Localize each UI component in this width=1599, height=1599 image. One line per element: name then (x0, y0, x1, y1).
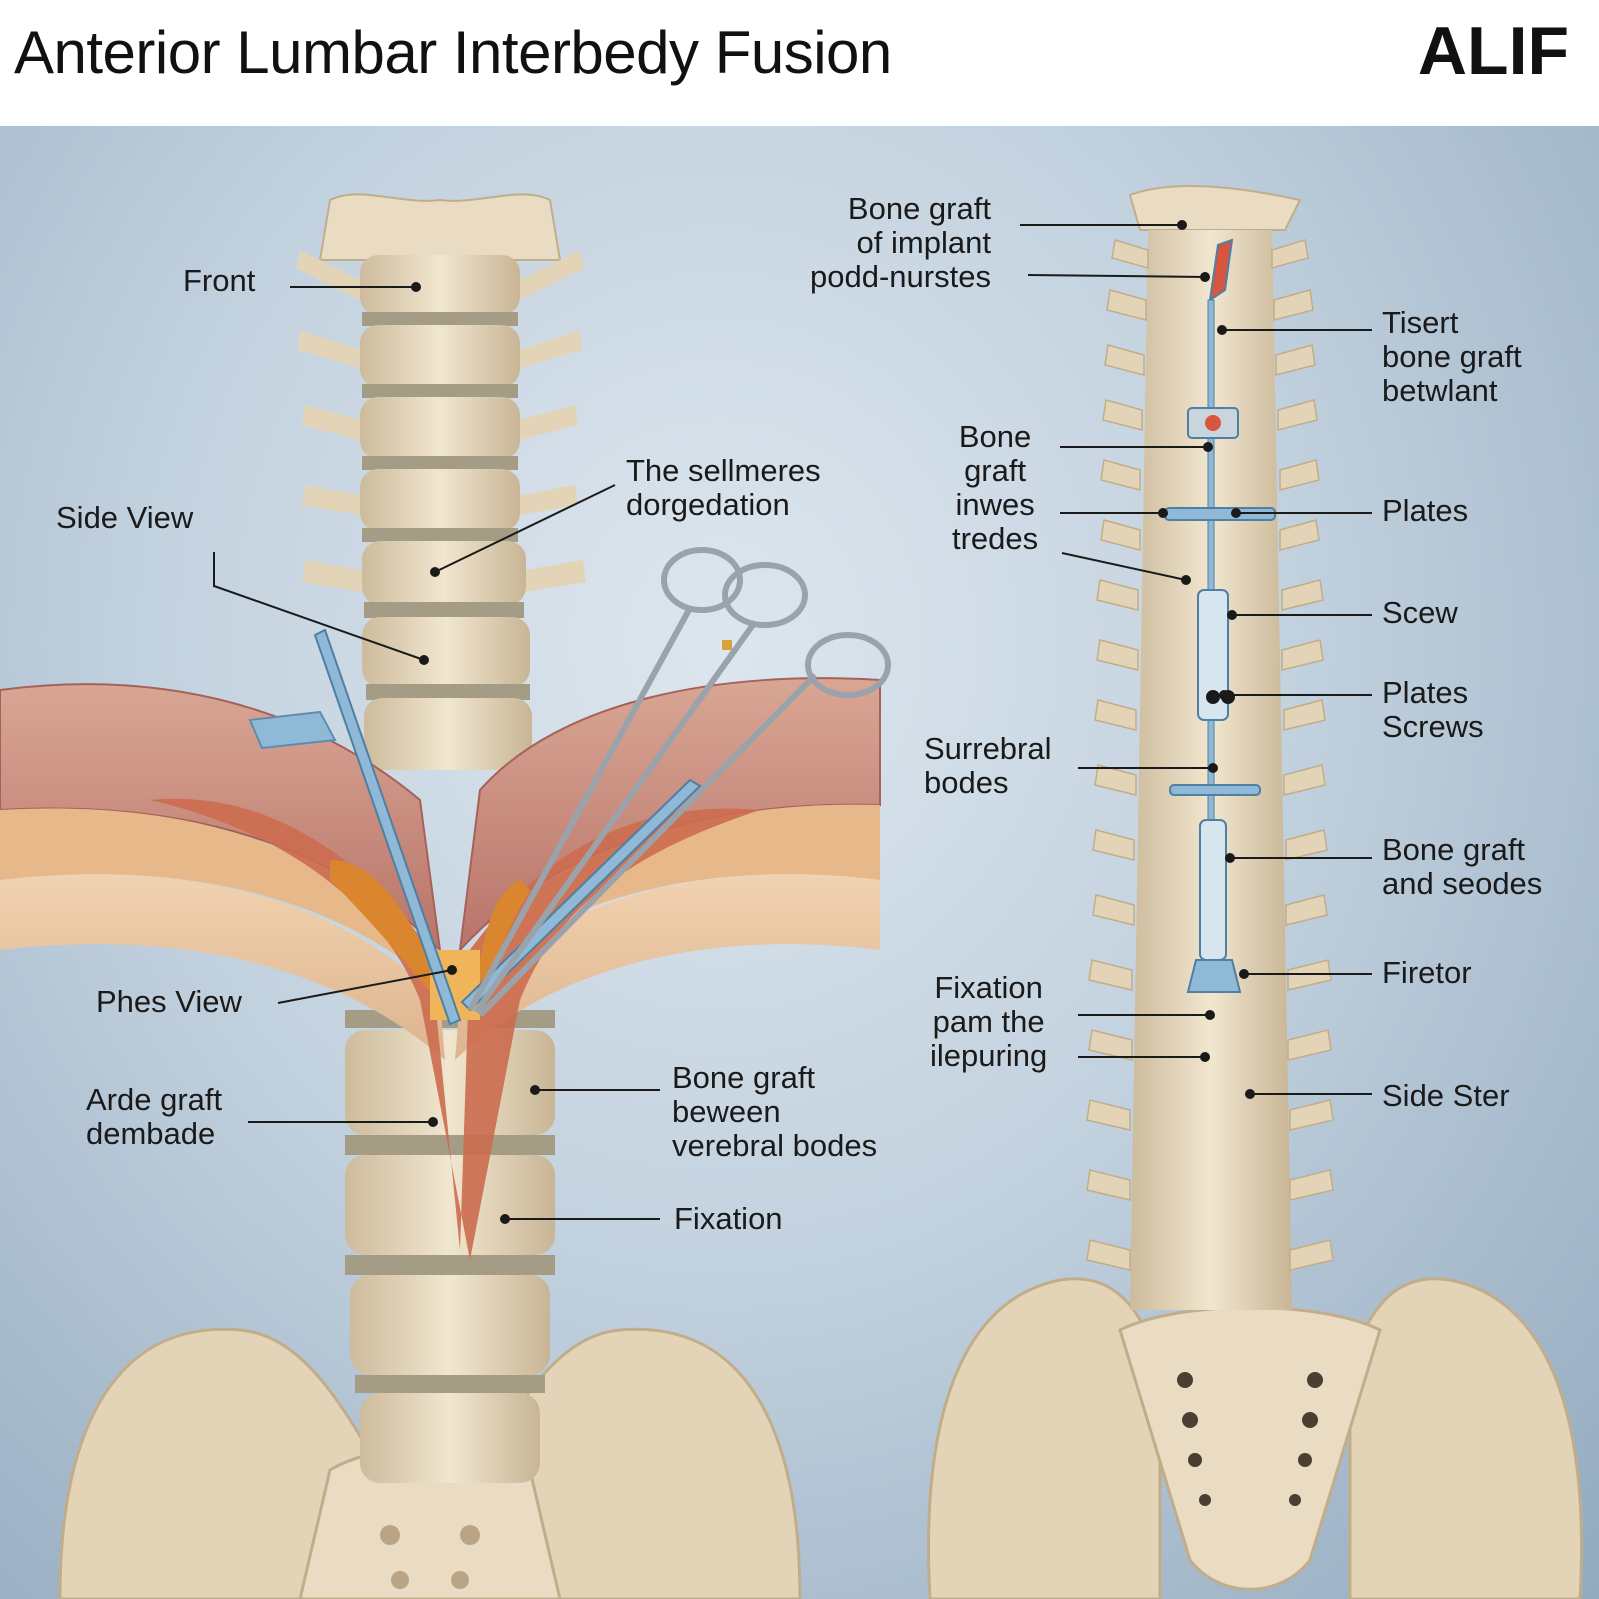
label-firetor: Firetor (1382, 955, 1472, 990)
procedure-code: ALIF (1417, 13, 1569, 89)
label-plates: Plates (1382, 493, 1469, 528)
spinal-hardware (1164, 238, 1276, 993)
surgical-instruments (248, 547, 891, 1026)
left-upper-vertebrae (296, 193, 586, 770)
label-fixation-left: Fixation (674, 1201, 783, 1236)
spine-illustration (0, 184, 1583, 1599)
right-pelvis (927, 1277, 1583, 1599)
label-side-view: Side View (56, 500, 194, 535)
leader-lines (213, 220, 1372, 1224)
label-phes-view: Phes View (96, 984, 242, 1019)
diagram-title: Anterior Lumbar Interbedy Fusion (14, 19, 892, 86)
left-lower-vertebrae (345, 1010, 555, 1483)
label-front: Front (183, 263, 256, 298)
label-side-ster: Side Ster (1382, 1078, 1510, 1113)
header: Anterior Lumbar Interbedy Fusion ALIF (0, 0, 1599, 126)
label-scew: Scew (1382, 595, 1458, 630)
